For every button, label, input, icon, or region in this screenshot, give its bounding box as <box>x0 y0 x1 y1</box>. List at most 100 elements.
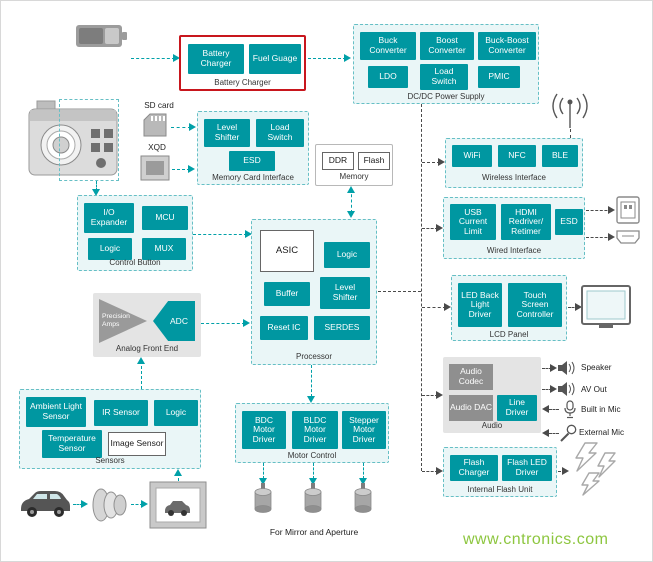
nfc-block: NFC <box>498 145 536 167</box>
analog-front-end-label: Analog Front End <box>115 344 179 353</box>
arrowhead <box>436 224 443 232</box>
usb-current-limit-block: USB Current Limit <box>450 204 496 240</box>
processor-trunk-link <box>378 291 421 292</box>
audio-codec-block: Audio Codec <box>449 364 493 390</box>
arrowhead <box>92 189 100 196</box>
connector <box>568 307 578 308</box>
av-out-icon <box>558 382 575 396</box>
memory-card-interface-group: Level Shifter Load Switch ESD Memory Car… <box>197 111 309 185</box>
ambient-light-sensor-block: Ambient Light Sensor <box>26 397 86 427</box>
motor-icon <box>354 483 372 513</box>
connector <box>172 169 190 170</box>
motor-control-label: Motor Control <box>287 451 337 460</box>
memory-card-interface-label: Memory Card Interface <box>212 173 294 182</box>
io-expander-block: I/O Expander <box>84 203 134 233</box>
speaker-label: Speaker <box>581 363 612 372</box>
stepper-motor-driver-block: Stepper Motor Driver <box>342 411 386 449</box>
hdmi-port-icon <box>616 230 640 244</box>
touch-screen-controller-block: Touch Screen Controller <box>508 283 562 327</box>
asic-block: ASIC <box>260 230 314 272</box>
connector <box>131 504 143 505</box>
connector <box>351 189 352 213</box>
logic-block: Logic <box>324 242 370 268</box>
connector <box>96 181 97 191</box>
speaker-icon <box>558 361 575 375</box>
arrowhead <box>307 396 315 403</box>
connector <box>311 365 312 397</box>
arrowhead <box>245 230 252 238</box>
internal-flash-unit-group: Flash Charger Flash LED Driver Internal … <box>443 447 557 497</box>
logic-block: Logic <box>154 400 198 426</box>
internal-flash-unit-label: Internal Flash Unit <box>467 485 533 494</box>
arrowhead <box>189 123 196 131</box>
connector <box>422 228 438 229</box>
battery-charger-group: Battery Charger Fuel Guage Battery Charg… <box>179 35 306 91</box>
connector <box>586 210 612 211</box>
connector <box>73 504 83 505</box>
wireless-interface-label: Wireless Interface <box>481 173 547 182</box>
arrowhead <box>575 303 582 311</box>
dcdc-power-supply-group: Buck Converter Boost Converter Buck-Boos… <box>353 24 539 104</box>
esd-block: ESD <box>555 209 583 235</box>
audio-dac-block: Audio DAC <box>449 395 493 421</box>
motor-icon <box>254 483 272 513</box>
lightning-icon <box>575 442 616 496</box>
connector <box>570 129 571 138</box>
xqd-card-icon <box>140 155 170 181</box>
connector <box>171 127 191 128</box>
connector <box>141 361 142 389</box>
boost-converter-block: Boost Converter <box>420 32 474 60</box>
arrowhead <box>436 467 443 475</box>
av-out-label: AV Out <box>581 385 607 394</box>
power-trunk-line <box>421 104 422 471</box>
flash-led-driver-block: Flash LED Driver <box>502 455 552 481</box>
xqd-label: XQD <box>148 143 166 152</box>
sensors-label: Sensors <box>95 456 125 465</box>
temperature-sensor-block: Temperature Sensor <box>42 430 102 458</box>
bdc-motor-driver-block: BDC Motor Driver <box>242 411 286 449</box>
watermark: www.cntronics.com <box>463 531 609 548</box>
display-icon <box>581 285 631 328</box>
arrowhead <box>309 478 317 485</box>
lcd-panel-label: LCD Panel <box>489 330 529 339</box>
connector <box>131 58 175 59</box>
car-icon <box>21 491 70 517</box>
buffer-block: Buffer <box>264 282 310 306</box>
flash-charger-block: Flash Charger <box>450 455 498 481</box>
arrowhead <box>188 165 195 173</box>
wifi-block: WiFi <box>452 145 492 167</box>
arrowhead <box>562 467 569 475</box>
arrowhead <box>542 429 549 437</box>
connector <box>549 409 559 410</box>
arrowhead <box>347 211 355 218</box>
level-shifter-block: Level Shifter <box>320 277 370 309</box>
connector <box>178 473 179 481</box>
lcd-panel-group: LED Back Light Driver Touch Screen Contr… <box>451 275 567 341</box>
lens-icon <box>92 488 127 522</box>
processor-group: ASIC Logic Buffer Level Shifter Reset IC… <box>251 219 377 365</box>
arrowhead <box>259 478 267 485</box>
motor-icon <box>304 483 322 513</box>
ddr-block: DDR <box>322 152 354 170</box>
connector <box>201 323 245 324</box>
camera-icon <box>28 100 118 176</box>
connector <box>549 433 559 434</box>
connector <box>422 307 446 308</box>
buck-converter-block: Buck Converter <box>360 32 416 60</box>
connector <box>422 162 440 163</box>
connector <box>542 389 552 390</box>
hdmi-redriver-block: HDMI Redriver/ Retimer <box>501 204 551 240</box>
battery-charger-block: Battery Charger <box>188 44 244 74</box>
connector <box>308 58 346 59</box>
mcu-block: MCU <box>142 206 188 230</box>
arrowhead <box>608 233 615 241</box>
arrowhead <box>550 364 557 372</box>
built-in-mic-icon <box>564 400 576 419</box>
arrowhead <box>137 357 145 364</box>
antenna-icon <box>552 93 588 128</box>
audio-label: Audio <box>481 421 503 430</box>
analog-front-end-group: Precision Amps ADC Analog Front End <box>93 293 201 357</box>
arrowhead <box>344 54 351 62</box>
arrowhead <box>174 469 182 476</box>
connector <box>542 368 552 369</box>
